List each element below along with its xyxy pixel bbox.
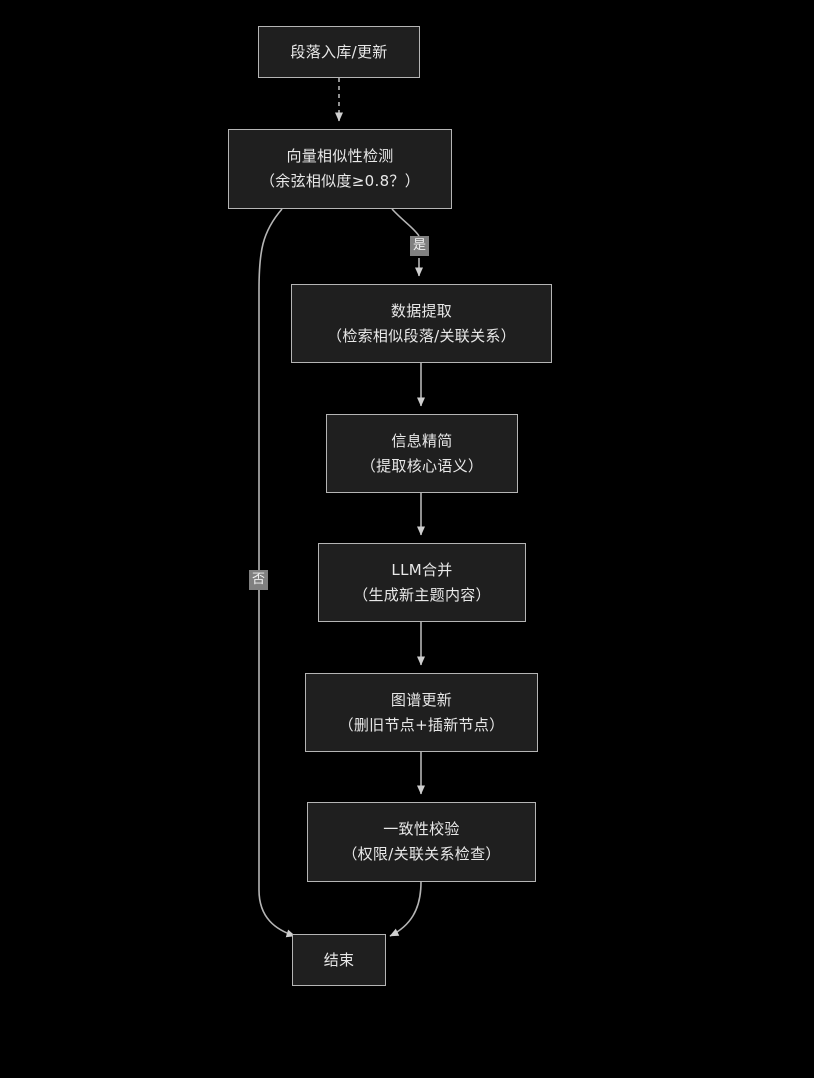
edge-label-yes: 是 [410, 236, 430, 256]
node-llm-merge-line1: LLM合并 [391, 560, 453, 579]
node-consistency-check-line1: 一致性校验 [383, 820, 460, 838]
edge-similarity-yes-to-extract [391, 208, 420, 237]
node-data-extraction[interactable]: 数据提取 （检索相似段落/关联关系） [291, 284, 552, 363]
node-graph-update[interactable]: 图谱更新 （删旧节点+插新节点） [305, 673, 538, 752]
node-graph-update-line2: （删旧节点+插新节点） [338, 715, 505, 734]
node-end-line1: 结束 [323, 950, 355, 969]
edge-similarity-no-to-end [258, 208, 296, 938]
node-ingest-line1: 段落入库/更新 [290, 42, 388, 61]
node-llm-merge[interactable]: LLM合并 （生成新主题内容） [318, 543, 526, 622]
node-consistency-check-line2: （权限/关联关系检查） [342, 845, 501, 863]
node-info-condense-line2: （提取核心语义） [360, 456, 484, 475]
node-data-extraction-line2: （检索相似段落/关联关系） [327, 326, 516, 345]
node-graph-update-line1: 图谱更新 [390, 690, 453, 709]
node-end[interactable]: 结束 [292, 934, 386, 986]
node-info-condense-line1: 信息精简 [391, 431, 453, 450]
node-similarity-check[interactable]: 向量相似性检测 （余弦相似度≥0.8？） [228, 129, 452, 209]
node-llm-merge-line2: （生成新主题内容） [353, 585, 491, 604]
edge-consistency-to-end [389, 881, 422, 937]
node-similarity-check-line2: （余弦相似度≥0.8？） [259, 172, 421, 190]
node-data-extraction-line1: 数据提取 [390, 301, 453, 320]
node-consistency-check[interactable]: 一致性校验 （权限/关联关系检查） [307, 802, 536, 882]
node-info-condense[interactable]: 信息精简 （提取核心语义） [326, 414, 518, 493]
edge-label-no: 否 [249, 570, 269, 590]
node-similarity-check-line1: 向量相似性检测 [286, 147, 394, 165]
node-ingest[interactable]: 段落入库/更新 [258, 26, 420, 78]
